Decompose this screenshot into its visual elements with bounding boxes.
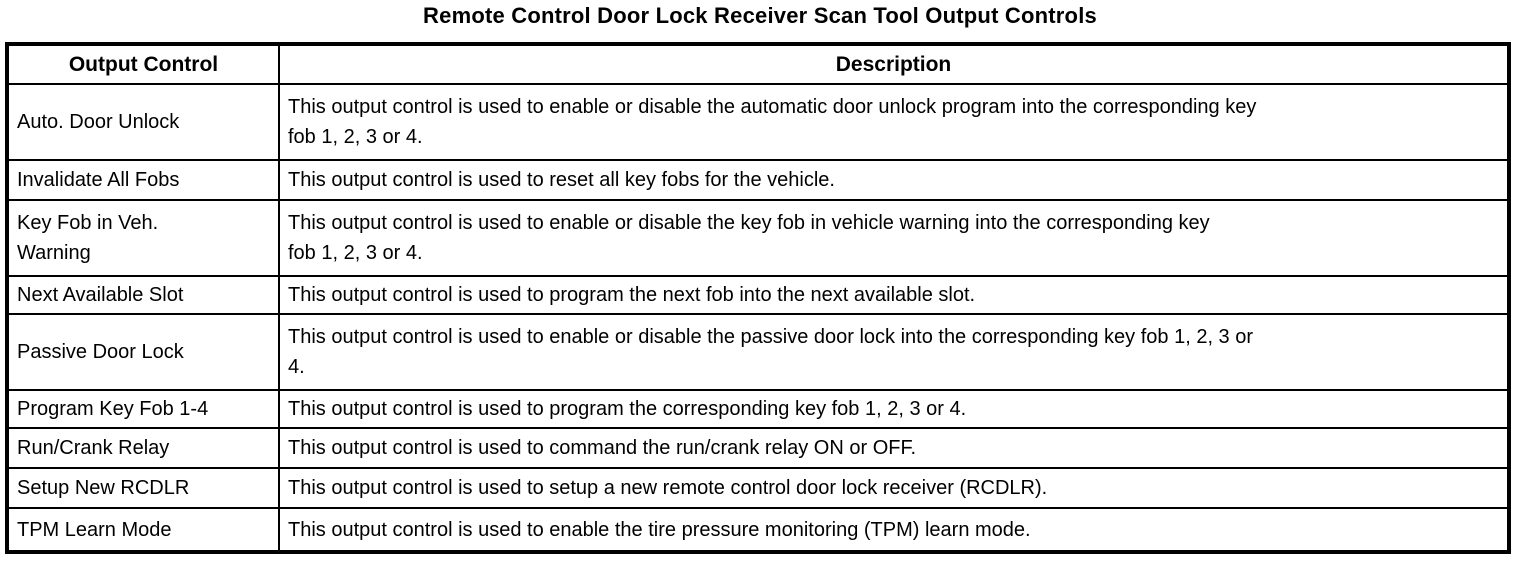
description-cell: This output control is used to setup a n… (278, 467, 1510, 509)
output-control-cell: Invalidate All Fobs (6, 159, 280, 201)
output-control-cell: Next Available Slot (6, 275, 280, 315)
description-cell: This output control is used to enable or… (278, 313, 1510, 391)
output-control-cell: Run/Crank Relay (6, 427, 280, 469)
header-row: Output Control Description (6, 43, 1510, 85)
description-cell: This output control is used to enable or… (278, 199, 1510, 277)
output-controls-table: Output Control Description Auto. Door Un… (5, 42, 1511, 554)
output-control-cell: Auto. Door Unlock (6, 83, 280, 161)
column-header-output-control: Output Control (6, 43, 280, 85)
output-control-cell: Key Fob in Veh. Warning (6, 199, 280, 277)
description-cell: This output control is used to program t… (278, 389, 1510, 429)
description-cell: This output control is used to command t… (278, 427, 1510, 469)
output-control-cell: Passive Door Lock (6, 313, 280, 391)
description-cell: This output control is used to reset all… (278, 159, 1510, 201)
column-header-description: Description (278, 43, 1510, 85)
page-title: Remote Control Door Lock Receiver Scan T… (423, 3, 1097, 28)
output-control-cell: Setup New RCDLR (6, 467, 280, 509)
output-control-cell: Program Key Fob 1-4 (6, 389, 280, 429)
description-cell: This output control is used to program t… (278, 275, 1510, 315)
description-cell: This output control is used to enable th… (278, 507, 1510, 553)
description-cell: This output control is used to enable or… (278, 83, 1510, 161)
output-control-cell: TPM Learn Mode (6, 507, 280, 553)
